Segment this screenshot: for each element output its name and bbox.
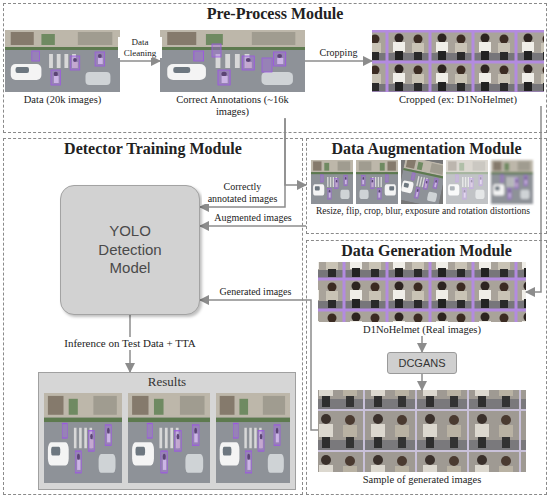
augmented-tile xyxy=(356,160,398,204)
connector xyxy=(200,300,318,430)
image-area xyxy=(318,390,526,472)
image-caption: D1NoHelmet (Real images) xyxy=(318,324,526,336)
connector xyxy=(200,118,285,207)
cropped-riders xyxy=(372,30,544,92)
connector xyxy=(200,225,306,227)
image-area xyxy=(311,160,535,204)
process-box: DCGANS xyxy=(387,352,457,374)
module-title: Pre-Process Module xyxy=(4,4,546,24)
edge-label: Inference on Test Data + TTA xyxy=(62,337,198,350)
image-area xyxy=(372,30,544,92)
image-caption: Cropped (ex: D1NoHelmet) xyxy=(372,94,544,106)
image-panel: Sample of generated images xyxy=(318,390,526,486)
augmented-tile xyxy=(401,160,443,204)
image-panel: D1NoHelmet (Real images) xyxy=(318,262,526,336)
street-photo xyxy=(5,30,120,92)
connector xyxy=(120,60,160,62)
augmented-tile xyxy=(311,160,353,204)
rotated-photo xyxy=(401,160,443,204)
connector xyxy=(305,60,372,62)
image-caption: Resize, flip, crop, blur, exposure and r… xyxy=(311,206,535,217)
generated-riders xyxy=(318,390,526,472)
edge-label: Data Cleaning xyxy=(118,37,162,58)
edge-label: Augmented images xyxy=(212,212,293,224)
exposure-overlay xyxy=(446,160,488,204)
image-caption: Correct Annotations (~16k images) xyxy=(160,94,305,118)
augmented-tile xyxy=(446,160,488,204)
box-label: YOLO Detection Model xyxy=(61,222,199,278)
module-title: Data Augmentation Module xyxy=(307,139,546,159)
results-ground xyxy=(38,372,296,490)
augmented-tile xyxy=(491,160,533,204)
module-title: Data Generation Module xyxy=(307,241,546,261)
image-caption: Sample of generated images xyxy=(318,474,526,486)
image-area xyxy=(5,30,120,92)
module-frame: Pre-Process ModuleData (20k images) Corre… xyxy=(3,3,547,133)
edge-label: Generated images xyxy=(218,286,294,298)
result-photo xyxy=(128,393,210,483)
street-photo xyxy=(160,30,305,92)
image-panel: Cropped (ex: D1NoHelmet) xyxy=(372,30,544,106)
model-box: YOLO Detection Model xyxy=(60,185,200,315)
module-frame: Data Generation ModuleD1NoHelmet (Real i… xyxy=(306,240,547,495)
connector xyxy=(421,336,423,352)
image-panel: Data (20k images) xyxy=(5,30,120,106)
image-panel: Correct Annotations (~16k images) xyxy=(160,30,305,118)
panel-title: Results xyxy=(39,373,295,391)
box-label: DCGANS xyxy=(398,357,445,369)
results-panel: Results xyxy=(38,372,296,490)
connector xyxy=(526,106,541,292)
annotation-box xyxy=(212,44,221,57)
real-riders xyxy=(318,262,526,322)
result-photo xyxy=(44,393,122,483)
image-area xyxy=(160,30,305,92)
module-title: Detector Training Module xyxy=(4,139,302,159)
image-panel: Resize, flip, crop, blur, exposure and r… xyxy=(311,160,535,217)
module-frame: Data Augmentation ModuleResize, flip, cr… xyxy=(306,138,547,234)
edge-label: Cropping xyxy=(318,47,360,59)
connector xyxy=(421,374,423,390)
image-area xyxy=(318,262,526,322)
annotation-box xyxy=(262,58,272,72)
result-photo xyxy=(216,393,290,483)
edge-label: Correctly annotated images xyxy=(202,181,284,204)
image-caption: Data (20k images) xyxy=(5,94,120,106)
